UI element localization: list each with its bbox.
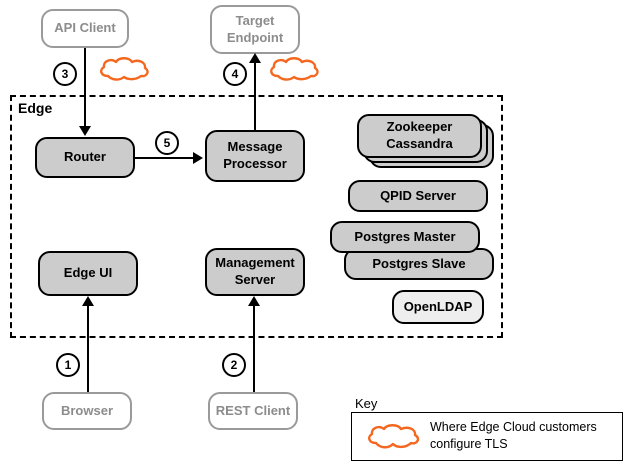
step-badge-5-label: 5 [163,136,171,150]
node-qpid-server[interactable]: QPID Server [348,180,488,212]
node-zookeeper-label: Zookeeper [386,119,453,135]
edge-boundary [10,95,503,338]
node-target-endpoint-label-line1: Target [235,12,275,28]
node-browser[interactable]: Browser [42,392,132,430]
node-openldap[interactable]: OpenLDAP [392,290,484,324]
node-api-client-label: API Client [54,20,116,36]
step-badge-4-label: 4 [231,67,239,81]
node-openldap-label: OpenLDAP [403,298,473,314]
step-badge-5: 5 [155,131,179,155]
node-rest-client-label: REST Client [215,402,291,418]
step-badge-1: 1 [56,353,80,377]
legend-cloud-icon [363,422,423,452]
node-browser-label: Browser [60,402,114,418]
legend-box [351,412,623,461]
cloud-icon-api-client [96,56,152,84]
node-message-processor[interactable]: Message Processor [205,130,305,182]
arrowhead-api-client-to-router [79,126,91,136]
legend-entry-text: Where Edge Cloud customers configure TLS [430,419,620,453]
node-rest-client[interactable]: REST Client [208,392,298,430]
node-message-processor-label-line2: Processor [223,156,287,171]
arrowhead-to-target-endpoint [249,53,261,63]
step-badge-3-label: 3 [61,67,69,81]
arrowhead-rest-client-to-management-server [248,296,260,306]
node-edge-ui-label: Edge UI [63,265,113,281]
node-router-label: Router [64,149,106,165]
step-badge-2: 2 [222,353,246,377]
node-postgres-slave-label: Postgres Slave [372,255,466,271]
legend-entry-line1: Where Edge Cloud customers [430,420,597,434]
node-api-client[interactable]: API Client [41,9,129,48]
connector-browser-to-edge-ui [87,305,89,393]
node-management-server[interactable]: Management Server [205,248,305,296]
step-badge-4: 4 [223,62,247,86]
arrowhead-router-to-message-processor [193,152,203,164]
arrowhead-browser-to-edge-ui [82,296,94,306]
node-qpid-server-label: QPID Server [380,187,456,203]
connector-api-client-to-router [84,48,86,128]
node-router[interactable]: Router [35,137,135,178]
step-badge-1-label: 1 [64,358,72,372]
node-postgres-slave[interactable]: Postgres Slave [344,248,494,280]
node-management-server-label-line1: Management [215,255,295,271]
node-postgres-master[interactable]: Postgres Master [330,221,480,253]
node-cassandra-label: Cassandra [386,136,453,151]
step-badge-3: 3 [53,62,77,86]
node-management-server-label-line2: Server [234,272,276,287]
node-cassandra[interactable]: Zookeeper Cassandra [357,114,482,158]
cloud-icon-target-endpoint [266,56,322,84]
edge-boundary-label: Edge [18,100,53,116]
connector-router-to-message-processor [135,157,195,159]
step-badge-2-label: 2 [230,358,238,372]
legend-title: Key [355,396,378,411]
node-target-endpoint[interactable]: Target Endpoint [210,5,300,54]
legend-entry-line2: configure TLS [430,436,508,451]
node-postgres-master-label: Postgres Master [354,228,456,244]
node-edge-ui[interactable]: Edge UI [38,251,138,296]
connector-rest-client-to-management-server [253,305,255,393]
node-message-processor-label-line1: Message [227,139,283,155]
node-target-endpoint-label-line2: Endpoint [226,29,284,45]
